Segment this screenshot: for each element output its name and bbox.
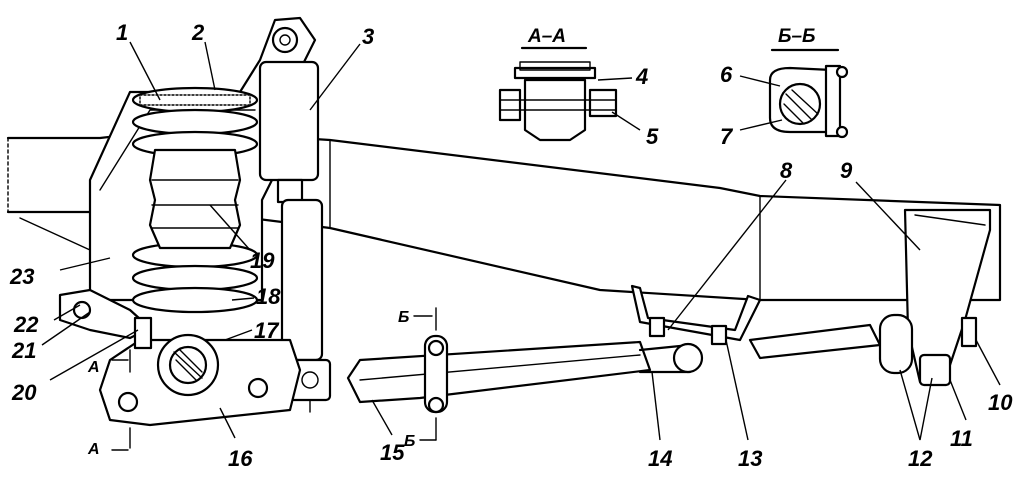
cut-b-bottom: Б <box>404 433 415 450</box>
leader-16 <box>219 407 236 439</box>
leader-1 <box>129 41 161 101</box>
callout-21: 21 <box>11 338 36 363</box>
leader-10 <box>975 339 1001 386</box>
leader-11 <box>949 379 967 421</box>
leader-20 <box>49 329 139 381</box>
leader-12 <box>899 369 933 441</box>
leader-4 <box>597 77 633 81</box>
callout-20: 20 <box>11 380 37 405</box>
callout-12: 12 <box>908 446 933 471</box>
leader-19 <box>209 204 251 251</box>
section-aa-title: А–А <box>527 26 566 47</box>
bump-stop <box>148 148 242 250</box>
callout-11: 11 <box>950 426 973 451</box>
leader-18 <box>231 297 255 301</box>
callout-6: 6 <box>720 62 733 87</box>
callout-23: 23 <box>9 264 34 289</box>
leader-22 <box>53 304 81 321</box>
leader-13 <box>725 339 749 441</box>
leader-8 <box>667 179 787 331</box>
leader-5 <box>611 111 641 131</box>
rear-bracket <box>878 208 992 387</box>
shock-absorber <box>258 60 332 413</box>
section-bb-inset: Б–Б <box>768 26 849 139</box>
callout-5: 5 <box>646 124 659 149</box>
cut-a-bottom: А <box>87 441 100 458</box>
cut-b-top: Б <box>398 309 409 326</box>
cut-markers: А А Б Б <box>87 307 437 458</box>
leader-3 <box>309 43 361 111</box>
section-aa-inset: А–А <box>498 26 618 142</box>
longitudinal-rod <box>346 334 704 414</box>
callout-1: 1 <box>116 20 128 45</box>
callout-7: 7 <box>720 124 734 149</box>
cut-a-top: А <box>87 359 100 376</box>
callout-10: 10 <box>988 390 1013 415</box>
leader-6 <box>739 75 781 87</box>
callout-2: 2 <box>191 20 205 45</box>
callout-22: 22 <box>13 312 39 337</box>
leader-2 <box>204 41 216 91</box>
callout-3: 3 <box>362 24 374 49</box>
leader-17 <box>224 329 253 341</box>
callout-9: 9 <box>840 158 853 183</box>
callout-4: 4 <box>635 64 648 89</box>
callout-19: 19 <box>250 248 275 273</box>
callout-15: 15 <box>380 440 405 465</box>
leader-15 <box>371 399 393 436</box>
leader-7 <box>739 119 783 131</box>
leader-14 <box>651 371 661 441</box>
leader-21 <box>41 311 91 346</box>
callout-17: 17 <box>254 318 280 343</box>
callout-8: 8 <box>780 158 793 183</box>
leader-9 <box>855 181 921 251</box>
section-bb-title: Б–Б <box>778 26 815 47</box>
leader-23 <box>59 257 111 271</box>
callout-14: 14 <box>648 446 672 471</box>
callout-16: 16 <box>228 446 253 471</box>
leader-lines <box>41 41 1001 441</box>
lower-arm <box>98 333 302 427</box>
callout-13: 13 <box>738 446 762 471</box>
callout-18: 18 <box>256 284 281 309</box>
callout-labels: 1 2 3 4 5 6 7 8 9 10 11 12 13 14 15 16 1… <box>9 20 1013 471</box>
